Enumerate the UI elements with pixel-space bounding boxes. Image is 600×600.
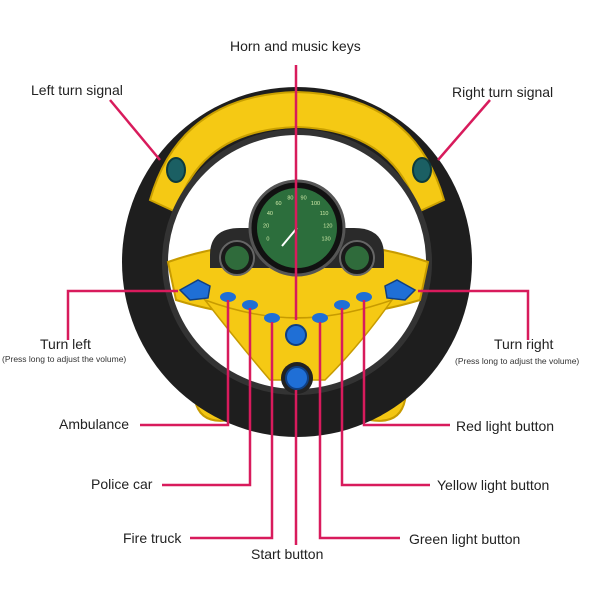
speedometer-tick-label: 130	[322, 237, 331, 243]
leader-ambulance	[140, 300, 230, 427]
yellow-top-grip	[148, 90, 446, 214]
speedometer-tick-label: 20	[263, 224, 269, 230]
right-turn-signal-lamp	[412, 157, 432, 183]
label-left-turn-signal: Left turn signal	[31, 82, 123, 98]
speedometer-tick-label: 40	[267, 211, 273, 217]
leader-green-light	[318, 322, 400, 540]
leader-turn-right	[418, 289, 530, 340]
label-police-car: Police car	[91, 476, 153, 492]
leader-lines	[66, 65, 530, 545]
key-6[interactable]	[356, 292, 372, 302]
start-knob[interactable]	[285, 366, 309, 390]
right-gauge-face	[345, 246, 369, 270]
key-4[interactable]	[312, 313, 328, 323]
label-yellow-light: Yellow light button	[437, 477, 550, 493]
label-ambulance: Ambulance	[59, 416, 130, 432]
key-2[interactable]	[242, 300, 258, 310]
speedometer-tick-label: 110	[320, 211, 329, 217]
speedometer-tick-label: 90	[301, 196, 307, 202]
speedometer-tick-label: 80	[287, 196, 293, 202]
key-3[interactable]	[264, 313, 280, 323]
key-5[interactable]	[334, 300, 350, 310]
leader-turn-left	[66, 289, 178, 340]
left-turn-signal-lamp	[166, 157, 186, 183]
speedometer-tick-label: 100	[311, 201, 320, 207]
turn-right-button[interactable]	[384, 279, 417, 301]
label-fire-truck: Fire truck	[123, 530, 182, 546]
label-start: Start button	[251, 546, 324, 562]
turn-left-button[interactable]	[178, 279, 211, 301]
label-right-turn-signal: Right turn signal	[452, 84, 554, 100]
label-turn-right-note: (Press long to adjust the volume)	[455, 356, 580, 366]
speedometer-tick-label: 120	[323, 224, 332, 230]
speedometer-tick-label: 0	[266, 237, 269, 243]
label-horn: Horn and music keys	[230, 38, 361, 54]
leader-fire-truck	[190, 322, 274, 540]
label-turn-right: Turn right	[494, 336, 554, 352]
leader-right-turn-signal	[437, 99, 491, 161]
label-red-light: Red light button	[456, 418, 555, 434]
key-1[interactable]	[220, 292, 236, 302]
leader-red-light	[362, 300, 450, 427]
speedometer-needle	[281, 227, 298, 247]
speedometer-tick-label: 60	[275, 201, 281, 207]
horn-button[interactable]	[285, 324, 307, 346]
leader-left-turn-signal	[109, 99, 161, 161]
label-turn-left-note: (Press long to adjust the volume)	[2, 354, 127, 364]
leader-police-car	[162, 308, 252, 487]
label-green-light: Green light button	[409, 531, 521, 547]
label-turn-left: Turn left	[40, 336, 91, 352]
left-gauge-face	[225, 246, 249, 270]
leader-yellow-light	[340, 308, 430, 487]
